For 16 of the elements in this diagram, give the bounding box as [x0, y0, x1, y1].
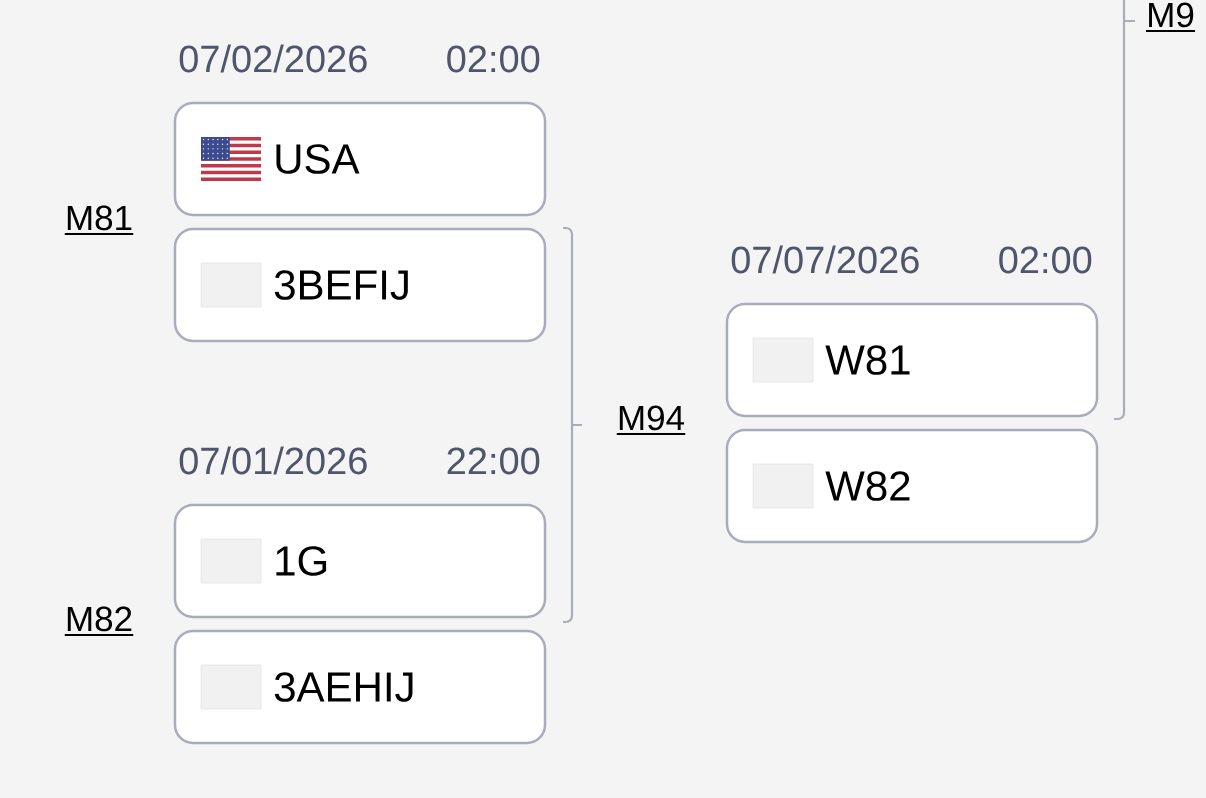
match-date: 07/02/2026 — [179, 44, 367, 73]
match-link: M94 — [616, 405, 686, 436]
match-link: M9 — [1146, 2, 1196, 33]
team-box: 1G — [173, 503, 547, 619]
match-link: M81 — [64, 205, 134, 236]
team-box: W82 — [725, 428, 1099, 544]
match-time: 02:00 — [999, 246, 1092, 274]
team-box: 3BEFIJ — [173, 227, 547, 343]
match-date: 07/07/2026 — [731, 245, 919, 274]
team-box: USA — [173, 101, 547, 217]
match-link: M82 — [64, 606, 134, 637]
team-box: 3AEHIJ — [173, 629, 547, 745]
match-date: 07/01/2026 — [179, 446, 367, 475]
match-time: 02:00 — [447, 45, 540, 73]
team-box: W81 — [725, 302, 1099, 418]
match-time: 22:00 — [447, 447, 540, 475]
